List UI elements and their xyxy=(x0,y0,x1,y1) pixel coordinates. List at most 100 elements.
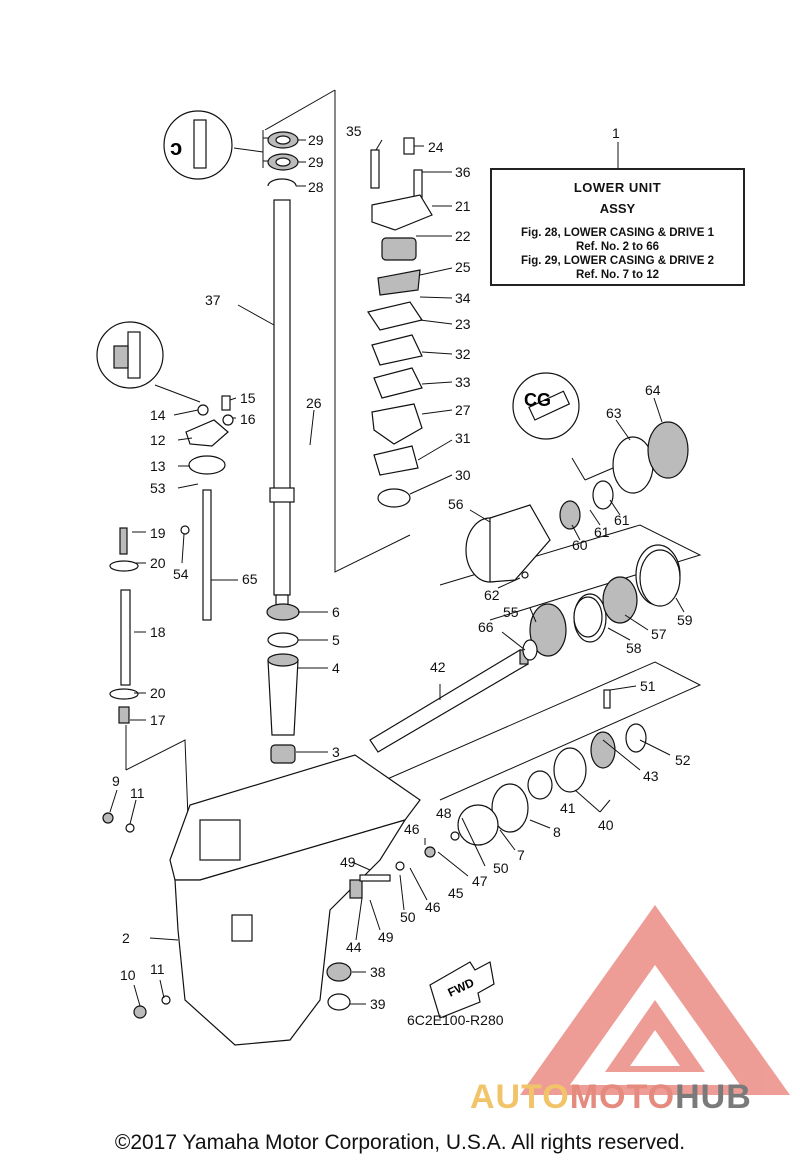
callout-36: 36 xyxy=(455,164,471,180)
callout-44: 44 xyxy=(346,939,362,955)
callout-15: 15 xyxy=(240,390,256,406)
bushings xyxy=(266,603,300,764)
callout-55: 55 xyxy=(503,604,519,620)
callout-57: 57 xyxy=(651,626,667,642)
figure-code: 6C2E100-R280 xyxy=(407,1012,504,1028)
callout-3: 3 xyxy=(332,744,340,760)
callout-2: 2 xyxy=(122,930,130,946)
callout-41: 41 xyxy=(560,800,576,816)
info-title: LOWER UNIT xyxy=(573,180,662,195)
callout-35: 35 xyxy=(346,123,362,139)
watermark-moto: MOTO xyxy=(569,1078,676,1116)
info-ref-2: Ref. No. 2 to 66 xyxy=(575,241,660,253)
callout-25: 25 xyxy=(455,259,471,275)
callout-28: 28 xyxy=(308,179,324,195)
callout-47: 47 xyxy=(472,873,488,889)
watermark-hub: HUB xyxy=(675,1078,752,1116)
shift-rod xyxy=(180,395,234,621)
svg-text:ↄ: ↄ xyxy=(170,135,182,160)
callout-37: 37 xyxy=(205,292,221,308)
callout-10: 10 xyxy=(120,967,136,983)
callout-7: 7 xyxy=(517,847,525,863)
fwd-arrow: FWD xyxy=(429,961,495,1019)
callout-18: 18 xyxy=(150,624,166,640)
detail-circle-right: CG xyxy=(512,372,580,440)
callout-56: 56 xyxy=(448,496,464,512)
callout-51: 51 xyxy=(640,678,656,694)
callout-49: 49 xyxy=(340,854,356,870)
callout-50: 50 xyxy=(400,909,416,925)
callout-6: 6 xyxy=(332,604,340,620)
copyright-notice: ©2017 Yamaha Motor Corporation, U.S.A. A… xyxy=(114,1131,686,1154)
callout-26: 26 xyxy=(306,395,322,411)
callout-14: 14 xyxy=(150,407,166,423)
callout-61: 61 xyxy=(614,512,630,528)
callout-19: 19 xyxy=(150,525,166,541)
callout-52: 52 xyxy=(675,752,691,768)
watermark-logo xyxy=(520,905,790,1095)
callout-8: 8 xyxy=(553,824,561,840)
callout-labels: 29 29 28 35 24 36 21 22 25 34 23 32 33 2… xyxy=(112,123,693,1012)
callout-11: 11 xyxy=(150,961,165,977)
callout-49: 49 xyxy=(378,929,394,945)
callout-40: 40 xyxy=(598,817,614,833)
info-ref-4: Ref. No. 7 to 12 xyxy=(575,269,660,281)
propeller-shaft xyxy=(369,649,529,753)
callout-11: 11 xyxy=(130,785,145,801)
callout-43: 43 xyxy=(643,768,659,784)
callout-16: 16 xyxy=(240,411,256,427)
callout-60: 60 xyxy=(572,537,588,553)
water-pump-stack xyxy=(367,137,433,508)
callout-65: 65 xyxy=(242,571,258,587)
cooling-pipe xyxy=(109,527,139,724)
callout-62: 62 xyxy=(484,587,500,603)
callout-58: 58 xyxy=(626,640,642,656)
info-ref-3: Fig. 29, LOWER CASING & DRIVE 2 xyxy=(521,255,714,267)
pinion xyxy=(326,962,352,1011)
watermark-auto: AUTO xyxy=(470,1078,570,1116)
shift-plunger xyxy=(349,831,460,899)
callout-5: 5 xyxy=(332,632,340,648)
callout-48: 48 xyxy=(436,805,452,821)
callout-33: 33 xyxy=(455,374,471,390)
callout-27: 27 xyxy=(455,402,471,418)
leader-lines xyxy=(125,89,702,901)
callout-46: 46 xyxy=(404,821,420,837)
callout-20: 20 xyxy=(150,685,166,701)
bearings-top xyxy=(267,131,299,187)
callout-61: 61 xyxy=(594,524,610,540)
watermark-text: AUTOMOTOHUB xyxy=(470,1078,752,1117)
callout-leaders xyxy=(109,139,685,1007)
callout-22: 22 xyxy=(455,228,471,244)
propeller-housing xyxy=(465,480,614,583)
callout-13: 13 xyxy=(150,458,166,474)
callout-32: 32 xyxy=(455,346,471,362)
callout-29: 29 xyxy=(308,154,324,170)
callout-9: 9 xyxy=(112,773,120,789)
callout-39: 39 xyxy=(370,996,386,1012)
lower-casing xyxy=(102,754,421,1046)
callout-66: 66 xyxy=(478,619,494,635)
detail-circle-top: ↄ xyxy=(163,110,233,180)
callout-38: 38 xyxy=(370,964,386,980)
callout-63: 63 xyxy=(606,405,622,421)
reverse-gear xyxy=(457,689,647,846)
drive-shaft xyxy=(269,199,295,608)
callout-42: 42 xyxy=(430,659,446,675)
callout-46: 46 xyxy=(425,899,441,915)
callout-29: 29 xyxy=(308,132,324,148)
callout-31: 31 xyxy=(455,430,471,446)
callout-20: 20 xyxy=(150,555,166,571)
callout-45: 45 xyxy=(448,885,464,901)
svg-text:CG: CG xyxy=(524,390,551,410)
lower-unit-info-box: LOWER UNIT ASSY Fig. 28, LOWER CASING & … xyxy=(490,168,745,286)
callout-23: 23 xyxy=(455,316,471,332)
callout-53: 53 xyxy=(150,480,166,496)
callout-30: 30 xyxy=(455,467,471,483)
info-subtitle: ASSY xyxy=(599,201,636,216)
detail-circle-left xyxy=(96,321,164,389)
info-ref-1: Fig. 28, LOWER CASING & DRIVE 1 xyxy=(521,227,714,239)
callout-59: 59 xyxy=(677,612,693,628)
